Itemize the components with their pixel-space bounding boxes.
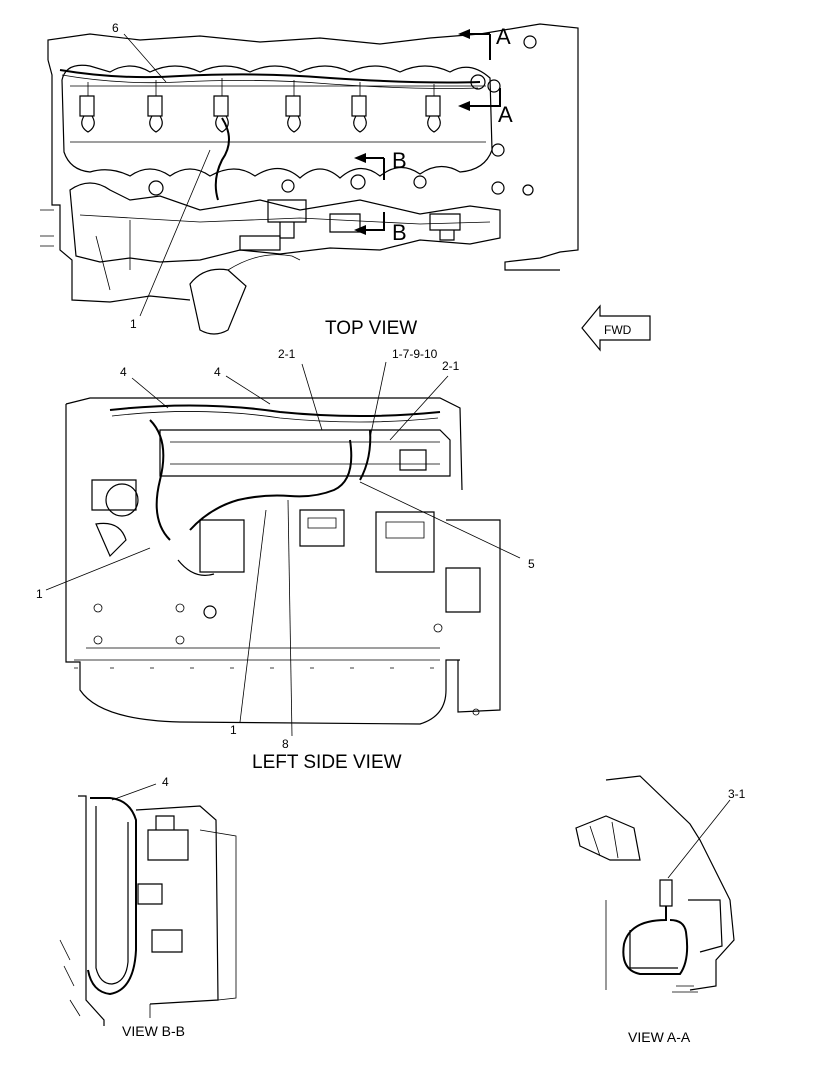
callout-aa-3-1: 3-1 — [728, 787, 746, 801]
callout-left-1b: 1 — [230, 723, 237, 737]
forward-arrow-label: FWD — [604, 323, 632, 337]
callout-left-2-1b: 2-1 — [442, 359, 460, 373]
section-b-letter-top: B — [392, 148, 407, 173]
view-bb-title: VIEW B-B — [122, 1023, 185, 1039]
callout-left-4a: 4 — [120, 365, 127, 379]
callout-left-4b: 4 — [214, 365, 221, 379]
forward-arrow: FWD — [581, 304, 651, 352]
view-aa-title: VIEW A-A — [628, 1029, 691, 1045]
top-view-drawing — [40, 23, 579, 335]
left-side-view-title: LEFT SIDE VIEW — [252, 752, 402, 773]
callout-left-1-7-9-10: 1-7-9-10 — [392, 347, 438, 361]
left-side-view-drawing — [65, 397, 501, 725]
callout-left-8: 8 — [282, 737, 289, 751]
callout-top-6: 6 — [112, 21, 119, 35]
callout-bb-4: 4 — [162, 775, 169, 789]
section-b-markers: B B — [354, 148, 407, 245]
callout-left-2-1a: 2-1 — [278, 347, 296, 361]
injector-connectors — [79, 78, 441, 133]
section-a-markers: A A — [458, 24, 513, 127]
section-b-letter-bottom: B — [392, 220, 407, 245]
section-a-letter-top: A — [496, 24, 511, 49]
view-bb-drawing — [59, 795, 237, 1026]
callout-left-1a: 1 — [36, 587, 43, 601]
callout-top-1: 1 — [130, 317, 137, 331]
callout-left-5: 5 — [528, 557, 535, 571]
top-view-title: TOP VIEW — [325, 318, 417, 339]
view-aa-drawing — [575, 775, 735, 993]
section-a-letter-bottom: A — [498, 102, 513, 127]
